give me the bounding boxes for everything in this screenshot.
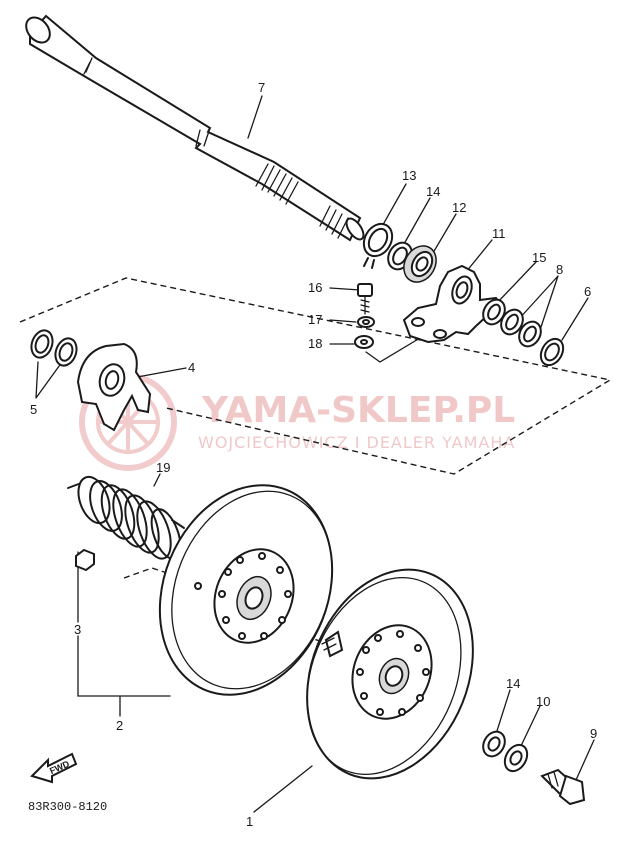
part-8-washers bbox=[500, 308, 542, 348]
part-1-movable-sheave bbox=[306, 568, 474, 780]
callout-1: 1 bbox=[246, 814, 253, 829]
callout-16: 16 bbox=[308, 280, 322, 295]
part-5-washers bbox=[30, 329, 78, 367]
fwd-arrow-icon: FWD bbox=[30, 752, 78, 784]
part-14-spacer-lower bbox=[482, 730, 506, 758]
movable-sheave-bolt-holes bbox=[356, 630, 430, 716]
fwd-label: FWD bbox=[48, 758, 71, 776]
part-7-shaft bbox=[25, 14, 365, 242]
part-18-washer bbox=[354, 335, 374, 349]
watermark: YAMA-SKLEP.PL WOJCIECHOWICZ I DEALER YAM… bbox=[79, 373, 515, 471]
part-2-fixed-sheave bbox=[158, 484, 334, 696]
watermark-sub: WOJCIECHOWICZ I DEALER YAMAHA bbox=[198, 433, 515, 452]
callout-2: 2 bbox=[116, 718, 123, 733]
callout-8: 8 bbox=[556, 262, 563, 277]
callout-18: 18 bbox=[308, 336, 322, 351]
leader-lines bbox=[35, 95, 595, 813]
part-3-nut bbox=[75, 548, 95, 572]
callout-6: 6 bbox=[584, 284, 591, 299]
part-6-circlip bbox=[539, 337, 565, 367]
callout-13: 13 bbox=[402, 168, 416, 183]
part-10-washer bbox=[503, 743, 529, 773]
callout-5: 5 bbox=[30, 402, 37, 417]
callout-14-lower: 14 bbox=[506, 676, 520, 691]
sheave-bolt-holes bbox=[218, 552, 292, 640]
part-19-spring bbox=[67, 475, 185, 560]
part-16-bolt bbox=[357, 283, 373, 315]
callout-17: 17 bbox=[308, 312, 322, 327]
part-4-cam bbox=[76, 342, 152, 432]
part-13-circlip bbox=[362, 222, 394, 269]
reference-code: 83R300-8120 bbox=[28, 800, 107, 814]
callout-15: 15 bbox=[532, 250, 546, 265]
callouts: 7 13 14 12 11 15 8 6 16 17 18 4 5 19 3 2… bbox=[30, 80, 597, 829]
callout-14-upper: 14 bbox=[426, 184, 440, 199]
watermark-name: YAMA-SKLEP.PL bbox=[201, 390, 515, 431]
callout-19: 19 bbox=[156, 460, 170, 475]
callout-10: 10 bbox=[536, 694, 550, 709]
callout-7: 7 bbox=[258, 80, 265, 95]
callout-12: 12 bbox=[452, 200, 466, 215]
callout-9: 9 bbox=[590, 726, 597, 741]
callout-4: 4 bbox=[188, 360, 195, 375]
part-9-bolt bbox=[540, 768, 586, 806]
part-17-washer bbox=[357, 316, 375, 328]
part-11-bracket bbox=[402, 264, 502, 344]
part-15-collar bbox=[482, 298, 506, 326]
part-12-bearing bbox=[403, 245, 437, 283]
callout-11: 11 bbox=[492, 226, 506, 241]
callout-3: 3 bbox=[74, 622, 81, 637]
